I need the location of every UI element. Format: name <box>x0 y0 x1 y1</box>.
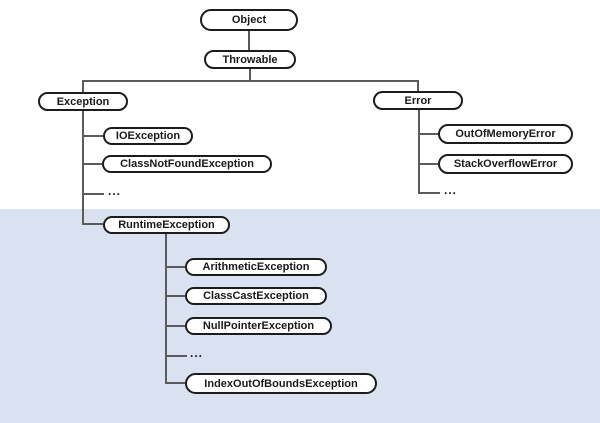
node-throwable: Throwable <box>204 50 296 69</box>
connector-stub-error-ellipsis <box>418 192 440 194</box>
node-runtime-exception: RuntimeException <box>103 216 230 234</box>
connector-object-throwable <box>248 30 250 50</box>
connector-elbow-runtime <box>82 223 103 225</box>
connector-stub-ioexception <box>82 135 103 137</box>
connector-drop-error <box>417 80 419 91</box>
connector-stub-classcast <box>165 295 185 297</box>
node-class-not-found-exception: ClassNotFoundException <box>102 155 272 173</box>
connector-exception-spine <box>82 110 84 225</box>
node-out-of-memory-error: OutOfMemoryError <box>438 124 573 144</box>
runtime-ellipsis: ... <box>190 346 204 360</box>
exception-ellipsis: ... <box>108 184 122 198</box>
error-ellipsis: ... <box>444 183 458 197</box>
connector-stub-outofmemory <box>418 133 438 135</box>
connector-stub-stackoverflow <box>418 163 438 165</box>
connector-throwable-stem <box>249 68 251 82</box>
connector-drop-exception <box>82 80 84 92</box>
node-error: Error <box>373 91 463 110</box>
node-arithmetic-exception: ArithmeticException <box>185 258 327 276</box>
node-object: Object <box>200 9 298 31</box>
connector-stub-classnotfound <box>82 163 102 165</box>
node-stack-overflow-error: StackOverflowError <box>438 154 573 174</box>
node-null-pointer-exception: NullPointerException <box>185 317 332 335</box>
connector-stub-exception-ellipsis <box>82 193 104 195</box>
node-exception: Exception <box>38 92 128 111</box>
node-index-out-of-bounds-exception: IndexOutOfBoundsException <box>185 373 377 394</box>
connector-runtime-spine <box>165 233 167 384</box>
connector-branch-horizontal <box>82 80 419 82</box>
connector-stub-arithmetic <box>165 266 185 268</box>
node-class-cast-exception: ClassCastException <box>185 287 327 305</box>
connector-stub-runtime-ellipsis <box>165 355 187 357</box>
connector-stub-nullpointer <box>165 325 185 327</box>
connector-elbow-indexoutofbounds <box>165 382 185 384</box>
connector-error-spine <box>418 110 420 194</box>
node-io-exception: IOException <box>103 127 193 145</box>
